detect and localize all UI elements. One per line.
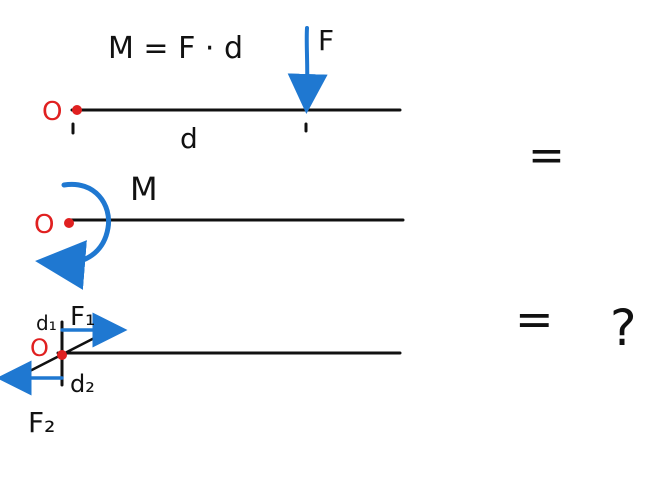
f1-label: F₁ (70, 302, 95, 332)
d1-label: d₁ (36, 311, 57, 335)
equals-sign-2: = (515, 292, 554, 346)
equals-sign-1: = (528, 130, 565, 181)
formula-text: M = F · d (108, 31, 243, 66)
pivot-point-3 (57, 350, 67, 360)
pivot-point-1 (72, 105, 82, 115)
pivot-label-3: O (30, 334, 49, 362)
force-label-top: F (318, 24, 334, 57)
d2-label: d₂ (70, 370, 95, 398)
question-mark: ? (610, 299, 637, 357)
pivot-label-1: O (42, 97, 62, 127)
distance-label: d (180, 122, 198, 155)
moment-label: M (130, 170, 158, 208)
pivot-point-2 (64, 218, 74, 228)
pivot-label-2: O (34, 210, 54, 240)
moment-arc (35, 181, 112, 290)
f2-label: F₂ (28, 406, 55, 439)
force-arrow-down (287, 26, 328, 114)
